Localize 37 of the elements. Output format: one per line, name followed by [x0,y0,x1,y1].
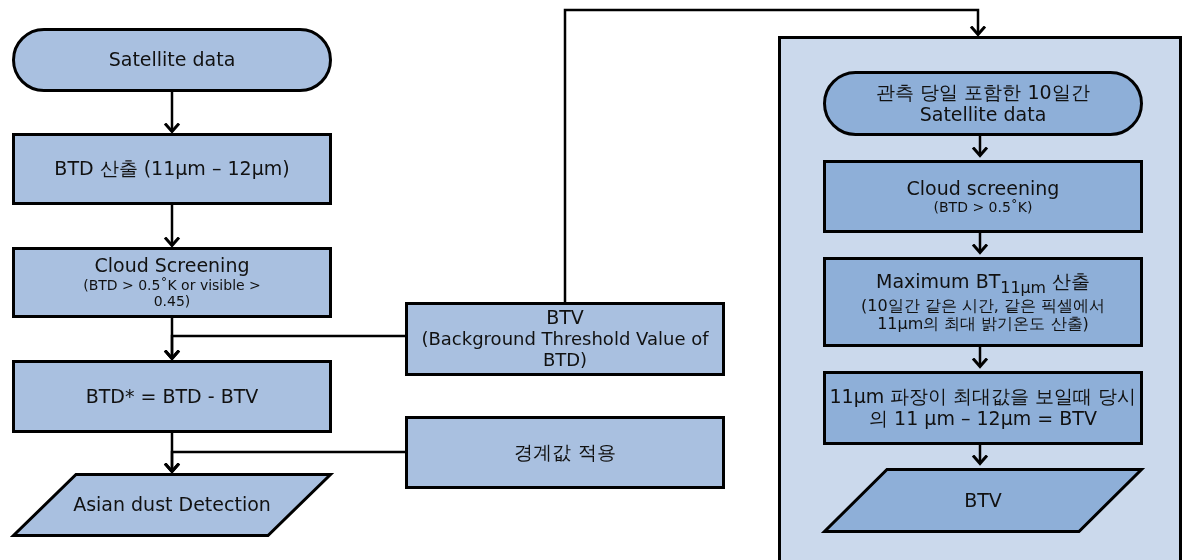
terminal-shape [12,28,332,92]
process-box [12,247,332,318]
node-label: BTD 산출 (11μm – 12μm) [54,158,290,180]
process-box [405,302,725,376]
arrow [563,8,987,302]
arrow [163,92,181,133]
process-box [823,371,1143,445]
arrow [971,344,989,368]
arrow [163,450,405,473]
node-note: (10일간 같은 시간, 같은 픽셀에서 11μm의 최대 밝기온도 산출) [860,296,1106,334]
process-box [823,160,1143,233]
node-note: (BTD > 0.5˚K) [933,199,1033,216]
node-label: 11μm 파장이 최대값을 보일때 당시의 11 μm – 12μm = BTV [828,386,1138,430]
arrow [971,133,989,157]
process-box [12,133,332,205]
process-box [405,416,725,489]
node-note: (BTD > 0.5˚K or visible > 0.45) [82,277,262,310]
node-note: (Background Threshold Value of BTD) [420,329,710,371]
arrow [971,442,989,465]
node-label: Satellite data [107,49,237,71]
node-label: BTD* = BTD - BTV [85,385,259,408]
node-label: Cloud screening [906,177,1060,200]
arrow [163,334,405,360]
node-label: Cloud Screening [94,255,250,278]
node-label: Maximum BT$_{11μm}$ 산출 [876,270,1090,297]
panel-box [778,36,1182,560]
process-box [823,257,1143,347]
node-label: BTV [546,307,584,330]
node-label: BTV [964,489,1002,512]
process-box [12,360,332,433]
data-parallelogram [12,473,332,537]
arrow [971,230,989,254]
node-label: 경계값 적용 [514,441,616,464]
data-parallelogram [823,468,1143,533]
node-label: Asian dust Detection [73,494,271,516]
arrow [163,205,181,247]
node-label: 관측 당일 포함한 10일간 Satellite data [875,81,1091,126]
